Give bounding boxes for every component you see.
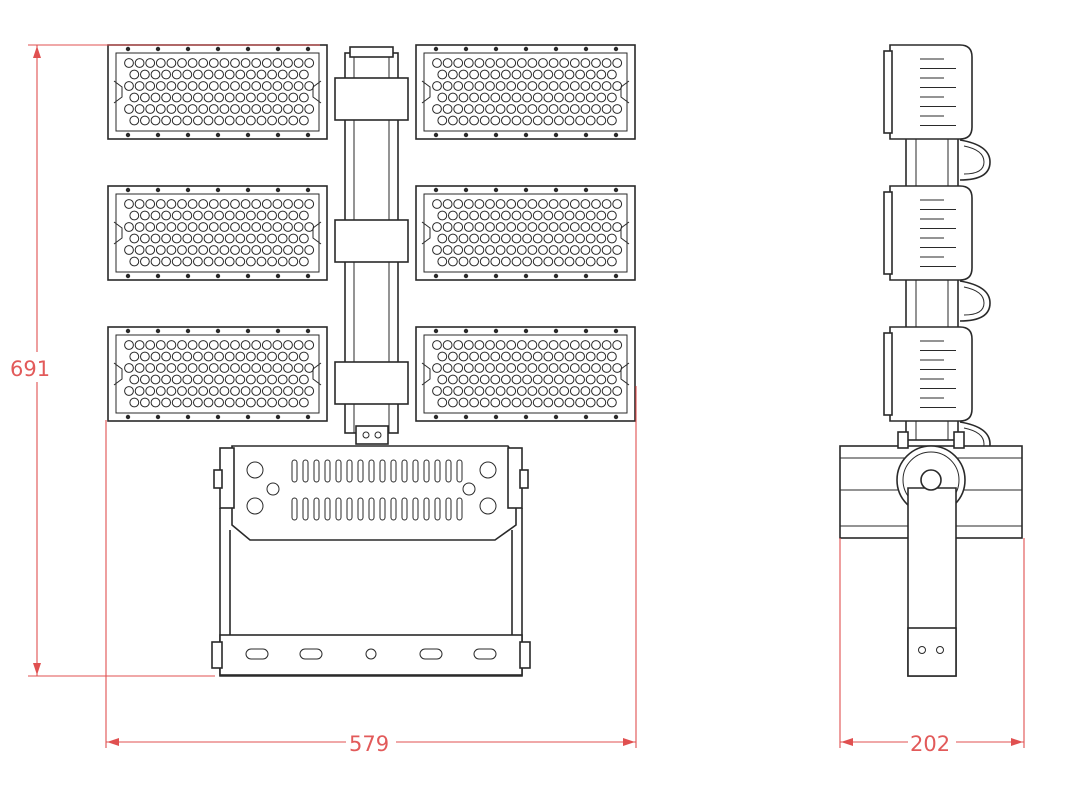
- side-width-dimension-label: 202: [910, 732, 950, 756]
- vent-slot: [434, 459, 441, 483]
- vent-slot: [379, 497, 386, 521]
- vent-slot: [368, 459, 375, 483]
- vent-slot: [302, 497, 309, 521]
- side-view: [839, 44, 1023, 677]
- front-width-dimension-label: 579: [349, 732, 389, 756]
- vent-slot: [346, 459, 353, 483]
- vent-slot: [291, 459, 298, 483]
- led-module-3: [107, 185, 328, 281]
- vent-slot: [412, 459, 419, 483]
- u-bracket: [211, 508, 531, 677]
- vent-slot: [423, 459, 430, 483]
- vent-slot: [335, 459, 342, 483]
- led-module-5: [107, 326, 328, 422]
- vent-slot: [423, 497, 430, 521]
- side-led-module-1: [883, 44, 991, 181]
- vent-slot: [324, 459, 331, 483]
- vent-slot: [291, 497, 298, 521]
- led-module-1: [107, 44, 328, 140]
- vent-slot: [324, 497, 331, 521]
- center-pole: [334, 46, 409, 445]
- vent-slot: [412, 497, 419, 521]
- vent-slot: [390, 459, 397, 483]
- vent-slot: [401, 459, 408, 483]
- vent-slot: [390, 497, 397, 521]
- vent-slot: [456, 497, 463, 521]
- vent-slot: [456, 459, 463, 483]
- driver-vents: [291, 459, 463, 521]
- vent-slot: [445, 459, 452, 483]
- front-view: [107, 44, 636, 677]
- vent-slot: [357, 459, 364, 483]
- vent-slot: [445, 497, 452, 521]
- vent-slot: [302, 459, 309, 483]
- side-led-module-3: [883, 326, 991, 463]
- side-led-module-2: [883, 185, 991, 322]
- vent-slot: [357, 497, 364, 521]
- vent-slot: [401, 497, 408, 521]
- vent-slot: [379, 459, 386, 483]
- vent-slot: [313, 459, 320, 483]
- driver-box: [213, 445, 529, 541]
- led-module-2: [415, 44, 636, 140]
- vent-slot: [368, 497, 375, 521]
- led-module-4: [415, 185, 636, 281]
- vent-slot: [335, 497, 342, 521]
- vent-slot: [434, 497, 441, 521]
- side-led-modules: [883, 44, 991, 463]
- vent-slot: [313, 497, 320, 521]
- led-modules: [107, 44, 636, 422]
- height-dimension-label: 691: [10, 357, 50, 381]
- vent-slot: [346, 497, 353, 521]
- led-module-6: [415, 326, 636, 422]
- dimension-lines: [28, 44, 1025, 748]
